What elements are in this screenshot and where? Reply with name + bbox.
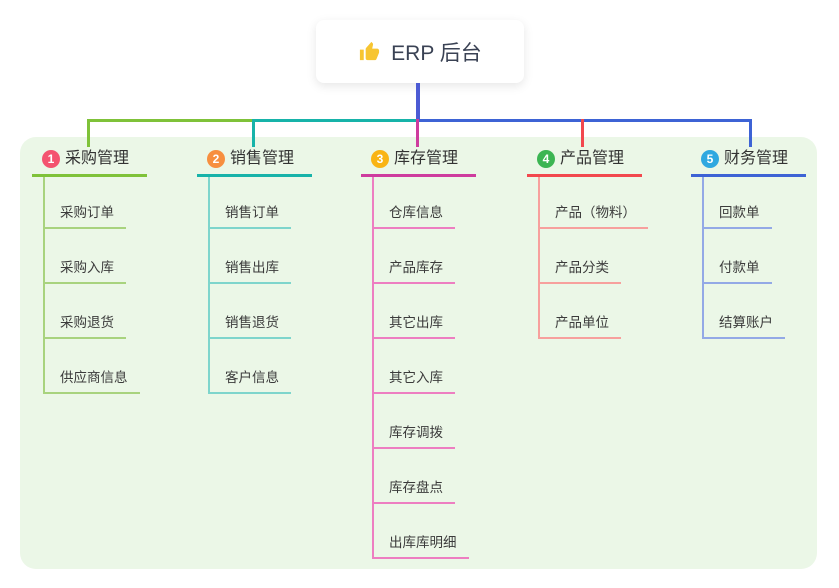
connector-drop-product [581, 119, 584, 147]
child-node: 销售出库 [210, 229, 312, 284]
child-node: 库存盘点 [374, 449, 476, 504]
child-node-label[interactable]: 其它入库 [374, 370, 455, 394]
branch-inventory: 3 库存管理 仓库信息 产品库存 其它出库 其它入库 库存调拨 库存盘点 出库库… [361, 148, 476, 559]
child-node-label[interactable]: 采购订单 [45, 205, 126, 229]
child-node-label[interactable]: 仓库信息 [374, 205, 455, 229]
child-node: 出库库明细 [374, 504, 476, 559]
branch-children: 回款单 付款单 结算账户 [702, 177, 806, 339]
connector-drop-inventory [416, 119, 419, 147]
branch-children: 仓库信息 产品库存 其它出库 其它入库 库存调拨 库存盘点 出库库明细 [372, 177, 476, 559]
connector-bus-left [87, 119, 253, 122]
child-node: 采购订单 [45, 177, 147, 229]
branch-children: 销售订单 销售出库 销售退货 客户信息 [208, 177, 312, 394]
child-node-label[interactable]: 回款单 [704, 205, 772, 229]
child-node-label[interactable]: 销售出库 [210, 260, 291, 284]
branch-children: 产品（物料） 产品分类 产品单位 [538, 177, 648, 339]
branch-finance: 5 财务管理 回款单 付款单 结算账户 [691, 148, 806, 339]
child-node-label[interactable]: 销售退货 [210, 315, 291, 339]
child-node: 其它出库 [374, 284, 476, 339]
branch-label: 库存管理 [394, 150, 459, 167]
branch-label: 产品管理 [560, 150, 625, 167]
child-node-label[interactable]: 产品分类 [540, 260, 621, 284]
thumbs-up-icon [360, 41, 380, 61]
child-node-label[interactable]: 产品（物料） [540, 205, 648, 229]
root-node-label: ERP 后台 [391, 41, 482, 65]
child-node: 回款单 [704, 177, 806, 229]
child-node: 仓库信息 [374, 177, 476, 229]
branch-sales: 2 销售管理 销售订单 销售出库 销售退货 客户信息 [197, 148, 312, 394]
child-node: 库存调拨 [374, 394, 476, 449]
child-node-label[interactable]: 其它出库 [374, 315, 455, 339]
child-node: 产品单位 [540, 284, 648, 339]
child-node-label[interactable]: 结算账户 [704, 315, 785, 339]
branch-node-finance[interactable]: 5 财务管理 [691, 148, 806, 177]
child-node-label[interactable]: 采购入库 [45, 260, 126, 284]
connector-drop-finance [749, 119, 752, 147]
connector-bus-right [416, 119, 752, 122]
branch-node-sales[interactable]: 2 销售管理 [197, 148, 312, 177]
child-node: 供应商信息 [45, 339, 147, 394]
child-node-label[interactable]: 产品库存 [374, 260, 455, 284]
child-node: 采购退货 [45, 284, 147, 339]
branch-label: 财务管理 [724, 150, 789, 167]
child-node: 销售退货 [210, 284, 312, 339]
branch-badge: 1 [42, 149, 60, 168]
branch-purchase: 1 采购管理 采购订单 采购入库 采购退货 供应商信息 [32, 148, 147, 394]
child-node: 产品库存 [374, 229, 476, 284]
branch-badge: 5 [701, 149, 719, 168]
child-node: 结算账户 [704, 284, 806, 339]
child-node-label[interactable]: 出库库明细 [374, 535, 469, 559]
branch-badge: 4 [537, 149, 555, 168]
child-node-label[interactable]: 库存调拨 [374, 425, 455, 449]
branch-children: 采购订单 采购入库 采购退货 供应商信息 [43, 177, 147, 394]
child-node-label[interactable]: 供应商信息 [45, 370, 140, 394]
connector-drop-sales [252, 119, 255, 147]
child-node: 销售订单 [210, 177, 312, 229]
child-node-label[interactable]: 客户信息 [210, 370, 291, 394]
child-node: 客户信息 [210, 339, 312, 394]
connector-root-stem [416, 83, 420, 121]
child-node-label[interactable]: 产品单位 [540, 315, 621, 339]
child-node: 产品分类 [540, 229, 648, 284]
mindmap-canvas [20, 137, 817, 569]
child-node-label[interactable]: 采购退货 [45, 315, 126, 339]
branch-node-purchase[interactable]: 1 采购管理 [32, 148, 147, 177]
connector-drop-purchase [87, 119, 90, 147]
child-node: 付款单 [704, 229, 806, 284]
child-node: 采购入库 [45, 229, 147, 284]
child-node: 产品（物料） [540, 177, 648, 229]
child-node: 其它入库 [374, 339, 476, 394]
child-node-label[interactable]: 付款单 [704, 260, 772, 284]
branch-product: 4 产品管理 产品（物料） 产品分类 产品单位 [527, 148, 648, 339]
branch-badge: 2 [207, 149, 225, 168]
connector-bus-midleft [252, 119, 417, 122]
branch-node-inventory[interactable]: 3 库存管理 [361, 148, 476, 177]
branch-label: 采购管理 [65, 150, 130, 167]
child-node-label[interactable]: 销售订单 [210, 205, 291, 229]
root-node[interactable]: ERP 后台 [316, 20, 524, 83]
branch-node-product[interactable]: 4 产品管理 [527, 148, 642, 177]
branch-label: 销售管理 [230, 150, 295, 167]
child-node-label[interactable]: 库存盘点 [374, 480, 455, 504]
branch-badge: 3 [371, 149, 389, 168]
